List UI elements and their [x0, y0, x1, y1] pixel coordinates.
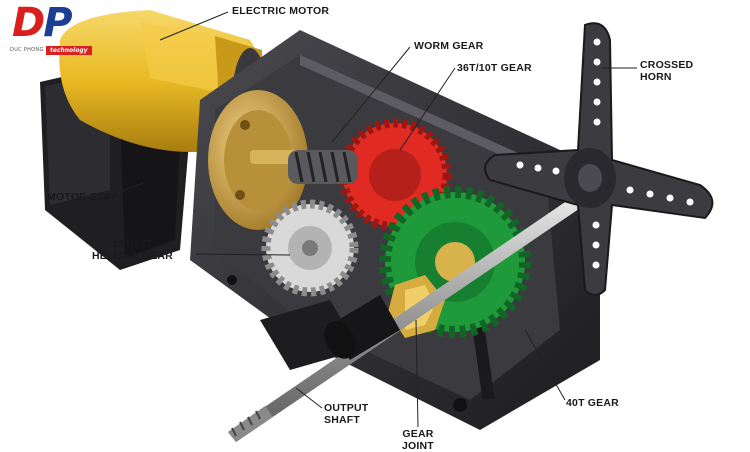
- label-worm-gear: WORM GEAR: [414, 40, 484, 52]
- label-crossed-horn: CROSSED HORN: [640, 59, 694, 84]
- label-40t-gear: 40T GEAR: [566, 397, 619, 409]
- output-shaft: [228, 185, 598, 442]
- label-gear-joint: GEAR JOINT: [402, 428, 434, 452]
- helical-gear: [261, 199, 359, 297]
- brand-logo: DP DUC PHONG technology: [4, 0, 100, 60]
- logo-letters: DP: [12, 0, 73, 46]
- label-output-shaft: OUTPUT SHAFT: [324, 402, 369, 427]
- leader-lines: [109, 11, 637, 428]
- worm-screw: [288, 150, 358, 184]
- label-helical-gear: 28T/12T HELICAL GEAR: [92, 238, 173, 263]
- logo-subtext: DUC PHONG: [10, 47, 44, 53]
- logo-badge: technology: [46, 46, 92, 55]
- logo-letter-p: P: [43, 0, 72, 46]
- logo-letter-d: D: [12, 0, 45, 46]
- label-36t-10t-gear: 36T/10T GEAR: [457, 62, 532, 74]
- label-motor-stay: MOTOR STAY: [47, 191, 118, 203]
- crossed-horn: [484, 22, 714, 296]
- label-electric-motor: ELECTRIC MOTOR: [232, 5, 330, 17]
